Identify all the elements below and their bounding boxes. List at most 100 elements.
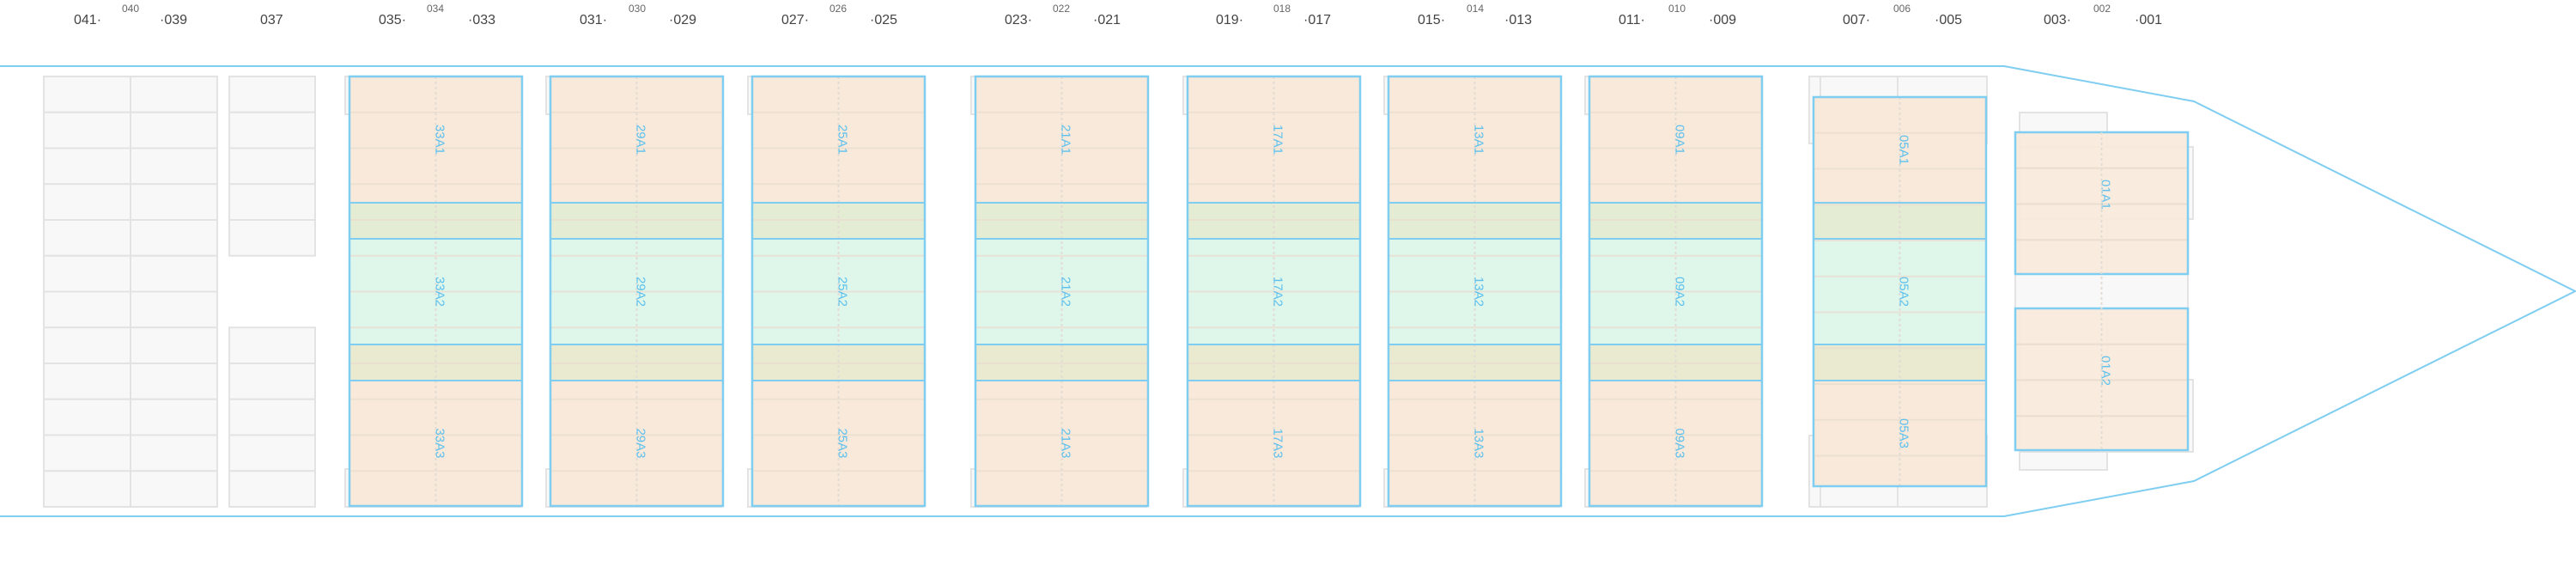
section-label[interactable]: 25A2 — [835, 277, 850, 307]
bay-number-label[interactable]: ·025 — [870, 13, 898, 27]
empty-slot — [130, 183, 218, 221]
section-label[interactable]: 33A2 — [433, 277, 447, 307]
bay-number-label[interactable]: 035· — [379, 13, 407, 27]
bay-border — [750, 75, 927, 508]
empty-slot — [43, 363, 131, 400]
bay-number-label[interactable]: 003· — [2044, 13, 2072, 27]
bay-number-label[interactable]: 037 — [260, 13, 283, 27]
empty-slot — [130, 219, 218, 257]
empty-slot — [43, 434, 131, 472]
empty-slot — [43, 290, 131, 329]
bay-number-40ft-label[interactable]: 010 — [1668, 3, 1686, 15]
bay-number-label[interactable]: ·021 — [1093, 13, 1121, 27]
section-label[interactable]: 05A3 — [1897, 418, 1911, 448]
empty-slot — [130, 147, 218, 186]
empty-slot — [130, 398, 218, 436]
empty-slot — [228, 363, 316, 400]
section-label[interactable]: 13A1 — [1472, 125, 1486, 155]
bay-number-label[interactable]: ·009 — [1709, 13, 1737, 27]
section-label[interactable]: 05A2 — [1897, 277, 1911, 307]
section-label[interactable]: 25A3 — [835, 428, 850, 458]
section-label[interactable]: 21A2 — [1059, 277, 1073, 307]
bay-number-40ft-label[interactable]: 022 — [1053, 3, 1071, 15]
bay-number-40ft-label[interactable]: 040 — [122, 3, 140, 15]
section-label[interactable]: 33A1 — [433, 125, 447, 155]
bay-25: 25A1 25A2 25A3 — [750, 75, 927, 508]
empty-slot — [228, 398, 316, 436]
empty-slot — [228, 111, 316, 149]
empty-slot — [43, 254, 131, 293]
bay-number-label[interactable]: ·039 — [160, 13, 188, 27]
bay-17: 17A1 17A2 17A3 — [1186, 75, 1362, 508]
bay-number-label[interactable]: ·005 — [1935, 13, 1963, 27]
bay-number-40ft-label[interactable]: 006 — [1893, 3, 1911, 15]
bay-border — [549, 75, 725, 508]
empty-slot — [43, 147, 131, 186]
bay-number-label[interactable]: 011· — [1619, 13, 1645, 27]
bay-number-40ft-label[interactable]: 002 — [2093, 3, 2111, 15]
empty-slot — [228, 76, 316, 113]
section-label[interactable]: 13A3 — [1472, 428, 1486, 458]
empty-slot — [228, 434, 316, 472]
section-label[interactable]: 21A1 — [1059, 125, 1073, 155]
section-label[interactable]: 01A1 — [2099, 180, 2113, 210]
section-label[interactable]: 01A2 — [2099, 356, 2113, 386]
bay-number-label[interactable]: 019· — [1216, 13, 1244, 27]
bay-number-label[interactable]: 023· — [1005, 13, 1033, 27]
empty-slot — [43, 111, 131, 149]
section-label[interactable]: 33A3 — [433, 428, 447, 458]
bay-number-label[interactable]: ·013 — [1504, 13, 1533, 27]
bay-33: 33A1 33A2 33A3 — [348, 75, 524, 508]
section-label[interactable]: 09A2 — [1673, 277, 1687, 307]
empty-slot — [43, 219, 131, 257]
empty-slot — [130, 470, 218, 508]
hull-outline — [0, 65, 2576, 517]
section-label[interactable]: 17A1 — [1271, 125, 1285, 155]
section-label[interactable]: 13A2 — [1472, 277, 1486, 307]
empty-slot — [228, 470, 316, 508]
empty-slot — [228, 183, 316, 221]
bay-border — [1387, 75, 1563, 508]
section-label[interactable]: 09A1 — [1673, 125, 1687, 155]
bay-number-label[interactable]: 041· — [74, 13, 102, 27]
bay-number-40ft-label[interactable]: 014 — [1467, 3, 1485, 15]
empty-slot — [130, 326, 218, 364]
bay-number-label[interactable]: ·033 — [468, 13, 496, 27]
section-label[interactable]: 29A3 — [634, 428, 648, 458]
empty-slot — [228, 219, 316, 257]
bay-number-40ft-label[interactable]: 018 — [1273, 3, 1291, 15]
bay-border — [348, 75, 524, 508]
bay-21: 21A1 21A2 21A3 — [974, 75, 1150, 508]
section-label[interactable]: 17A2 — [1271, 277, 1285, 307]
bay-number-label[interactable]: ·029 — [669, 13, 697, 27]
bay-05: 05A1 05A2 05A3 — [1812, 95, 1988, 488]
section-label[interactable]: 25A1 — [835, 125, 850, 155]
section-label[interactable]: 29A2 — [634, 277, 648, 307]
section-label[interactable]: 29A1 — [634, 125, 648, 155]
empty-slot — [43, 183, 131, 221]
bay-number-label[interactable]: 027· — [781, 13, 810, 27]
bay-border — [974, 75, 1150, 508]
bay-number-40ft-label[interactable]: 030 — [629, 3, 647, 15]
section-label[interactable]: 17A3 — [1271, 428, 1285, 458]
empty-slot — [228, 147, 316, 186]
bay-number-40ft-label[interactable]: 026 — [829, 3, 848, 15]
bay-number-label[interactable]: 007· — [1843, 13, 1871, 27]
bay-number-40ft-label[interactable]: 034 — [427, 3, 445, 15]
empty-slot — [43, 398, 131, 436]
empty-slot — [228, 326, 316, 364]
bay-number-label[interactable]: 031· — [580, 13, 608, 27]
section-label[interactable]: 09A3 — [1673, 428, 1687, 458]
bay-29: 29A1 29A2 29A3 — [549, 75, 725, 508]
bay-border — [1588, 75, 1764, 508]
section-label[interactable]: 05A1 — [1897, 135, 1911, 165]
bay-number-label[interactable]: ·017 — [1303, 13, 1332, 27]
bay-number-label[interactable]: ·001 — [2135, 13, 2163, 27]
section-label[interactable]: 21A3 — [1059, 428, 1073, 458]
bay-09: 09A1 09A2 09A3 — [1588, 75, 1764, 508]
empty-slot — [130, 434, 218, 472]
empty-slot — [130, 363, 218, 400]
bay-number-label[interactable]: 015· — [1418, 13, 1446, 27]
